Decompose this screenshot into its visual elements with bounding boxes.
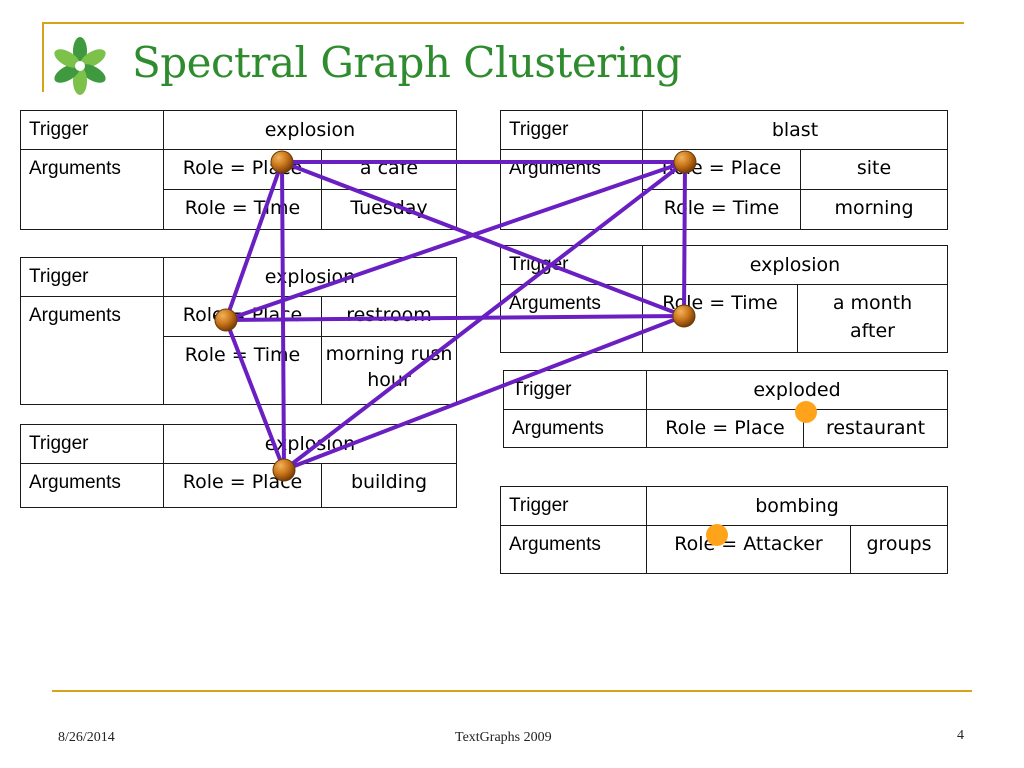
trigger-value: bombing [645,486,949,526]
green-pinwheel-icon [54,37,106,95]
value-cell: a cafe [320,149,458,190]
role-cell: Role = Place [646,409,804,448]
role-cell: Role = Place [163,296,322,337]
arguments-label: Arguments [503,409,647,448]
event-table-3: Trigger explosion Arguments Role = Place… [20,424,458,508]
trigger-label: Trigger [500,245,643,285]
trigger-label: Trigger [500,486,647,526]
arguments-label: Arguments [20,463,164,508]
value-cell: a month after [796,284,949,353]
value-cell: building [320,463,458,508]
trigger-value: blast [642,110,948,150]
trigger-label: Trigger [20,257,164,297]
trigger-value: explosion [162,424,458,464]
footer-line [52,690,972,692]
arguments-label: Arguments [500,284,643,353]
role-cell: Role = Place [163,463,322,508]
value-cell: morning rush hour [320,336,458,405]
trigger-label: Trigger [503,370,647,410]
trigger-value: exploded [646,370,948,410]
value-cell: restroom [320,296,458,337]
event-table-1: Trigger explosion Arguments Role = Place… [20,110,458,230]
event-table-2: Trigger explosion Arguments Role = Place… [20,257,458,405]
role-cell: Role = Attacker [646,525,851,574]
role-cell: Role = Time [163,336,322,405]
role-cell: Role = Place [642,149,801,190]
top-accent-line [42,22,964,24]
arguments-label: Arguments [20,296,164,405]
footer-center: TextGraphs 2009 [455,730,552,745]
value-cell: groups [849,525,949,574]
role-cell: Role = Time [163,189,322,230]
trigger-value: explosion [162,110,458,150]
arguments-label: Arguments [20,149,164,230]
trigger-value: explosion [641,245,949,285]
value-cell: Tuesday [320,189,458,230]
arguments-label: Arguments [500,525,647,574]
arguments-label: Arguments [500,149,643,230]
slide-title: Spectral Graph Clustering [132,38,682,87]
footer-date: 8/26/2014 [58,730,115,745]
page-number: 4 [957,728,964,743]
trigger-label: Trigger [20,424,164,464]
value-cell: restaurant [803,409,948,448]
event-table-4: Trigger blast Arguments Role = Place sit… [500,110,948,230]
trigger-label: Trigger [500,110,643,150]
event-table-6: Trigger exploded Arguments Role = Place … [503,370,948,448]
trigger-value: explosion [162,257,458,297]
role-cell: Role = Place [163,149,322,190]
event-table-7: Trigger bombing Arguments Role = Attacke… [500,486,949,574]
value-cell: site [800,149,948,190]
trigger-label: Trigger [20,110,164,150]
role-cell: Role = Time [642,189,801,230]
role-cell: Role = Time [642,284,798,353]
event-table-5: Trigger explosion Arguments Role = Time … [500,245,949,353]
left-accent-line [42,22,44,92]
value-cell: morning [800,189,948,230]
